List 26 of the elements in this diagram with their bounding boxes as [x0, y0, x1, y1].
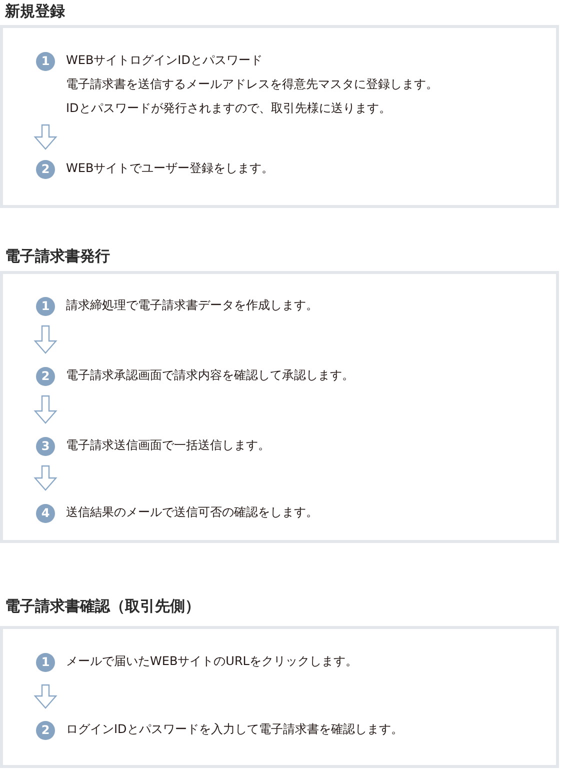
step-text: 送信結果のメールで送信可否の確認をします。 [66, 504, 318, 521]
step-text: WEBサイトログインIDとパスワード [66, 52, 262, 69]
arrow [34, 325, 58, 354]
step-text: 電子請求承認画面で請求内容を確認して承認します。 [66, 367, 354, 384]
step-text: 電子請求送信画面で一括送信します。 [66, 437, 270, 454]
step-text: メールで届いたWEBサイトのURLをクリックします。 [66, 653, 358, 670]
step-number: 4 [36, 504, 55, 522]
step-text: 電子請求書を送信するメールアドレスを得意先マスタに登録します。 [66, 76, 438, 93]
step-number: 2 [36, 366, 55, 386]
step-number: 1 [36, 52, 55, 70]
step-number: 1 [36, 652, 55, 672]
section-heading: 電子請求書確認（取引先側） [5, 596, 200, 616]
step-text: WEBサイトでユーザー登録をします。 [66, 160, 274, 177]
step-number: 2 [36, 720, 55, 740]
arrow [34, 465, 58, 491]
section-heading: 新規登録 [5, 1, 65, 21]
step-text: 請求締処理で電子請求書データを作成します。 [66, 297, 318, 314]
arrow [34, 684, 58, 709]
step-text: IDとパスワードが発行されますので、取引先様に送ります。 [66, 100, 391, 117]
step-number: 2 [36, 160, 55, 178]
section-heading: 電子請求書発行 [5, 246, 110, 266]
step-number: 1 [36, 296, 55, 316]
arrow [34, 124, 58, 150]
arrow [34, 395, 58, 424]
step-number: 3 [36, 436, 55, 456]
step-text: ログインIDとパスワードを入力して電子請求書を確認します。 [66, 721, 403, 738]
